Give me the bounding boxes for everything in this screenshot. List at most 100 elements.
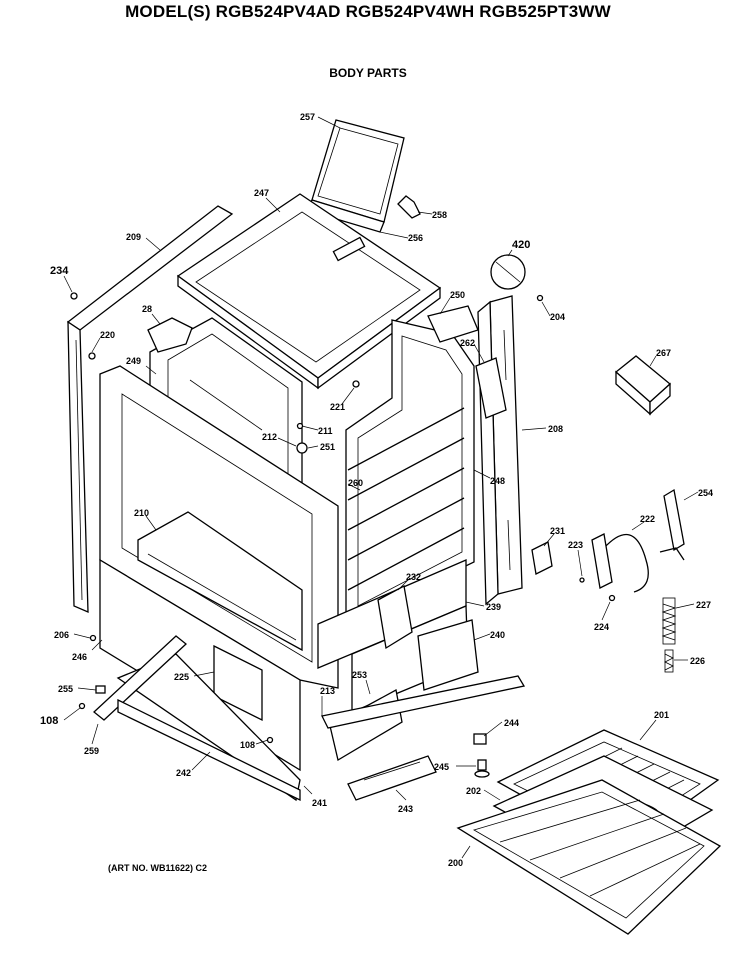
- part-label: 231: [543, 526, 565, 547]
- svg-text:108: 108: [240, 740, 255, 750]
- svg-text:258: 258: [432, 210, 447, 220]
- svg-text:249: 249: [126, 356, 141, 366]
- svg-text:224: 224: [594, 622, 609, 632]
- part-label: 202: [466, 786, 501, 801]
- part-label: 221: [330, 387, 355, 412]
- part-231-bracket: [531, 541, 553, 575]
- svg-text:257: 257: [300, 112, 315, 122]
- part-241-rail: [321, 675, 526, 729]
- svg-text:208: 208: [548, 424, 563, 434]
- part-label: 225: [174, 671, 215, 682]
- part-label: 242: [176, 751, 211, 778]
- part-label: 258: [417, 210, 447, 220]
- part-label: 212: [262, 432, 297, 447]
- part-label: 250: [439, 290, 465, 315]
- part-label: 206: [54, 630, 91, 640]
- svg-text:223: 223: [568, 540, 583, 550]
- part-label: 224: [594, 601, 611, 632]
- svg-text:244: 244: [504, 718, 519, 728]
- part-label: 204: [541, 301, 565, 322]
- part-label: 108: [40, 707, 81, 727]
- part-28-bracket: [147, 317, 193, 353]
- svg-text:260: 260: [348, 478, 363, 488]
- part-label: 247: [254, 188, 281, 213]
- svg-text:232: 232: [406, 572, 421, 582]
- part-label: 226: [674, 656, 705, 666]
- part-242-rail: [93, 635, 301, 802]
- part-258-bracket: [397, 195, 421, 219]
- svg-text:108: 108: [40, 715, 58, 727]
- svg-text:202: 202: [466, 786, 481, 796]
- part-label: 420: [507, 239, 530, 257]
- part-262-bracket: [475, 357, 507, 419]
- svg-text:253: 253: [352, 670, 367, 680]
- part-248-oven-right-wall: [345, 319, 475, 626]
- svg-text:246: 246: [72, 652, 87, 662]
- part-250-bracket: [427, 305, 479, 343]
- art-number: (ART NO. WB11622) C2: [108, 863, 208, 873]
- svg-text:259: 259: [84, 746, 99, 756]
- part-label: 260: [347, 478, 363, 491]
- part-257-vent-panel: [305, 119, 405, 233]
- svg-text:231: 231: [550, 526, 565, 536]
- part-label: 254: [683, 488, 713, 501]
- svg-text:234: 234: [50, 265, 69, 277]
- part-208-rear-channel: [477, 295, 523, 606]
- svg-text:210: 210: [134, 508, 149, 518]
- svg-text:420: 420: [512, 239, 530, 251]
- part-label: 267: [649, 348, 671, 367]
- part-label: 220: [91, 330, 115, 353]
- svg-text:211: 211: [318, 426, 333, 436]
- part-label: 108: [240, 739, 269, 750]
- svg-text:225: 225: [174, 672, 189, 682]
- part-244-clip: [473, 733, 487, 745]
- svg-text:212: 212: [262, 432, 277, 442]
- part-label: 255: [58, 684, 97, 694]
- part-label: 210: [134, 508, 157, 531]
- svg-text:245: 245: [434, 762, 449, 772]
- part-209-side-panel: [66, 205, 234, 613]
- svg-text:227: 227: [696, 600, 711, 610]
- part-232-bracket: [377, 585, 413, 650]
- part-label: 262: [460, 338, 485, 363]
- part-label: 257: [300, 112, 341, 129]
- part-240-panel: [417, 619, 479, 691]
- svg-text:206: 206: [54, 630, 69, 640]
- part-labels: 257 247 258 256 209 234 28 220 249 420 2…: [40, 112, 713, 868]
- part-245-leveler: [474, 759, 490, 778]
- section-title: BODY PARTS: [329, 66, 407, 80]
- part-200-oven-rack: [456, 779, 722, 935]
- part-label: 253: [352, 670, 371, 695]
- part-label: 223: [568, 540, 583, 577]
- part-label: 239: [465, 601, 501, 612]
- part-225-panel: [213, 644, 263, 722]
- svg-text:256: 256: [408, 233, 423, 243]
- svg-text:201: 201: [654, 710, 669, 720]
- part-label: 243: [395, 789, 413, 814]
- part-label: 259: [84, 723, 99, 756]
- part-247-top-frame: [176, 193, 442, 390]
- part-label: 256: [379, 231, 423, 243]
- part-label: 200: [448, 845, 471, 868]
- part-label: 227: [675, 600, 711, 610]
- svg-text:254: 254: [698, 488, 713, 498]
- page-title: MODEL(S) RGB524PV4AD RGB524PV4WH RGB525P…: [125, 2, 611, 21]
- part-label: 211: [301, 425, 333, 436]
- part-label: 244: [483, 718, 519, 737]
- part-label: 201: [639, 710, 669, 741]
- part-label: 209: [126, 232, 161, 251]
- svg-text:222: 222: [640, 514, 655, 524]
- svg-text:267: 267: [656, 348, 671, 358]
- svg-text:243: 243: [398, 804, 413, 814]
- svg-text:239: 239: [486, 602, 501, 612]
- svg-text:220: 220: [100, 330, 115, 340]
- svg-text:251: 251: [320, 442, 335, 452]
- svg-text:28: 28: [142, 304, 152, 314]
- part-label: 222: [631, 514, 655, 531]
- part-label: 241: [303, 785, 327, 808]
- svg-text:255: 255: [58, 684, 73, 694]
- part-label: 251: [307, 442, 335, 452]
- svg-text:226: 226: [690, 656, 705, 666]
- part-label: 234: [50, 265, 73, 293]
